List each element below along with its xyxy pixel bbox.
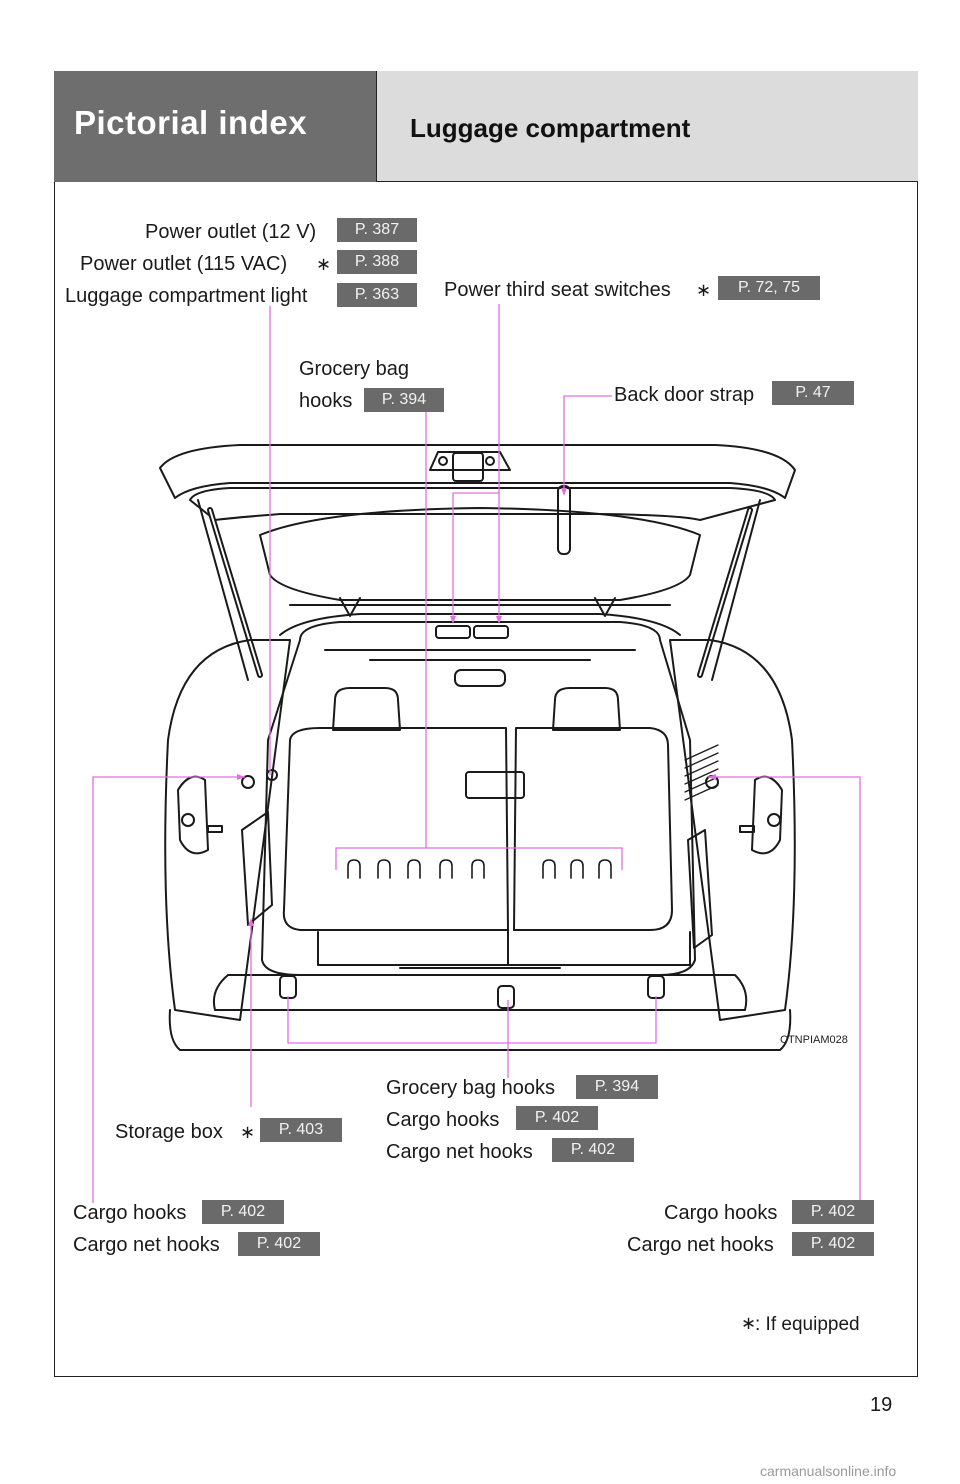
page-ref-badge: P. 402 xyxy=(792,1232,874,1256)
page-ref-badge: P. 363 xyxy=(337,283,417,307)
label-luggage-compartment-light: Luggage compartment light xyxy=(65,285,308,307)
page-ref-badge: P. 72, 75 xyxy=(718,276,820,300)
label-power-outlet-115vac: Power outlet (115 VAC) xyxy=(80,253,288,275)
label-cargo-net-hooks-center: Cargo net hooks xyxy=(386,1141,533,1163)
if-equipped-star-icon: ∗ xyxy=(240,1122,256,1142)
page-ref-badge: P. 387 xyxy=(337,218,417,242)
label-power-outlet-12v: Power outlet (12 V) xyxy=(145,221,317,243)
illustration-code: CTNPIAM028 xyxy=(780,1034,848,1046)
if-equipped-star-icon: ∗ xyxy=(696,280,712,300)
page-ref-badge: P. 402 xyxy=(238,1232,320,1256)
label-cargo-hooks-left: Cargo hooks xyxy=(73,1202,187,1224)
page-ref-badge: P. 403 xyxy=(260,1118,342,1142)
if-equipped-star-icon: ∗ xyxy=(316,254,332,274)
if-equipped-star-icon: ∗ xyxy=(741,1313,757,1333)
label-cargo-net-hooks-right: Cargo net hooks xyxy=(627,1234,774,1256)
subsection-title: Luggage compartment xyxy=(410,113,691,143)
section-title: Pictorial index xyxy=(74,104,308,141)
page-ref-badge: P. 47 xyxy=(772,381,854,405)
page-ref-badge: P. 402 xyxy=(516,1106,598,1130)
page-ref-badge: P. 402 xyxy=(202,1200,284,1224)
label-cargo-hooks-right: Cargo hooks xyxy=(664,1202,778,1224)
label-back-door-strap: Back door strap xyxy=(614,384,755,406)
page-ref-badge: P. 394 xyxy=(576,1075,658,1099)
header-section-tab xyxy=(54,71,377,182)
page-ref-badge: P. 402 xyxy=(552,1138,634,1162)
page-ref-badge: P. 402 xyxy=(792,1200,874,1224)
label-storage-box: Storage box xyxy=(115,1121,223,1143)
label-grocery-bag-hooks-top-line1: Grocery bag xyxy=(299,358,410,380)
watermark: carmanualsonline.info xyxy=(760,1463,897,1479)
label-grocery-bag-hooks-top-line2: hooks xyxy=(299,390,353,412)
if-equipped-note: : If equipped xyxy=(755,1314,860,1335)
page-number: 19 xyxy=(870,1394,893,1416)
label-grocery-bag-hooks-bottom: Grocery bag hooks xyxy=(386,1077,555,1099)
label-cargo-hooks-center: Cargo hooks xyxy=(386,1109,500,1131)
header-subsection-bar xyxy=(377,71,918,182)
label-cargo-net-hooks-left: Cargo net hooks xyxy=(73,1234,220,1256)
label-power-third-seat-switches: Power third seat switches xyxy=(444,279,671,301)
page-ref-badge: P. 394 xyxy=(364,388,444,412)
page-ref-badge: P. 388 xyxy=(337,250,417,274)
